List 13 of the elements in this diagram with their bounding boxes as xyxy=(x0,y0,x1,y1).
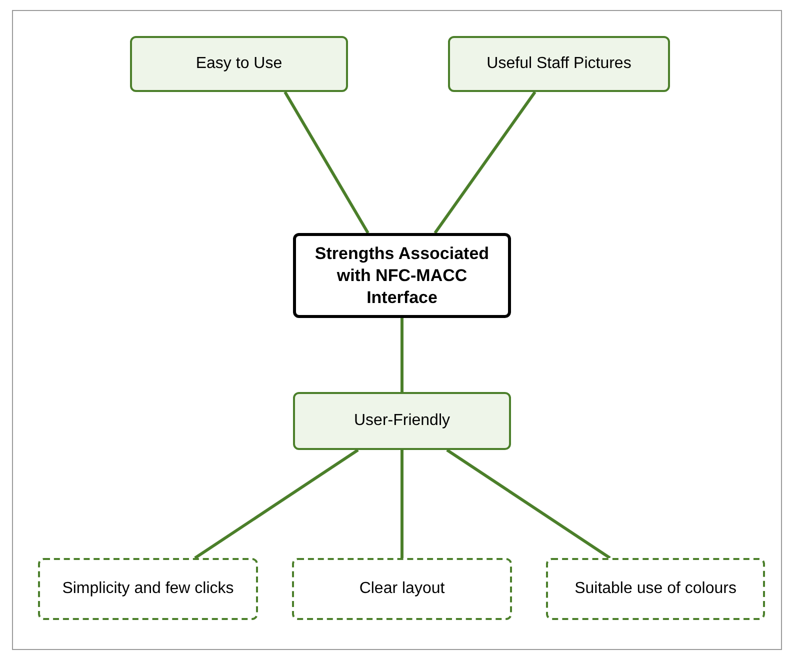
connector-line xyxy=(446,448,611,560)
connector-line xyxy=(434,91,536,234)
connector-line xyxy=(284,91,370,234)
detail-box: Clear layout xyxy=(292,558,512,620)
category-box: User-Friendly xyxy=(293,392,511,450)
topic-box: Strengths Associated with NFC-MACC Interface xyxy=(293,233,511,318)
detail-box: Suitable use of colours xyxy=(546,558,765,620)
connector-line xyxy=(400,450,404,558)
connector-line xyxy=(194,448,359,560)
connector-line xyxy=(400,318,404,392)
category-box: Useful Staff Pictures xyxy=(448,36,670,92)
category-box: Easy to Use xyxy=(130,36,348,92)
detail-box: Simplicity and few clicks xyxy=(38,558,258,620)
